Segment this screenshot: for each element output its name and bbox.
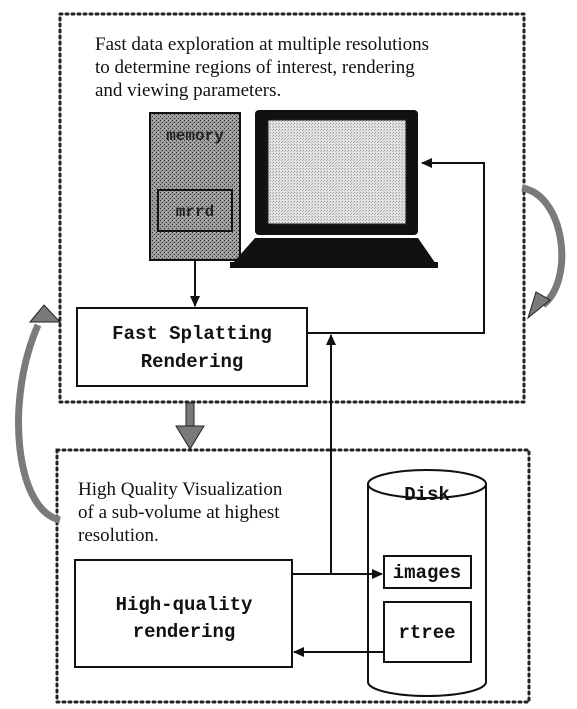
memory-label: memory: [166, 127, 224, 145]
fast-splatting-line-2: Rendering: [141, 351, 244, 373]
fast-splatting-box: [76, 307, 308, 387]
left-loop-arrow-icon: [15, 304, 62, 524]
top-panel: Fast data exploration at multiple resolu…: [58, 12, 526, 404]
bottom-panel-border: [55, 448, 531, 704]
hq-rendering-line-1: High-quality: [116, 594, 253, 616]
arrow-render-to-monitor: [307, 158, 485, 334]
loop-arrow-icon: [521, 184, 566, 320]
images-box: [383, 555, 472, 589]
fast-splatting-line-1: Fast Splatting: [112, 323, 272, 345]
memory-chip-icon: memory mrrd: [149, 112, 241, 261]
top-caption-line-2: to determine regions of interest, render…: [95, 57, 415, 78]
disk-label: Disk: [404, 484, 450, 506]
bottom-panel: High Quality Visualization of a sub-volu…: [55, 334, 531, 704]
mrrd-label: mrrd: [176, 203, 214, 221]
computer-monitor-icon: [230, 110, 438, 268]
bottom-caption-line-1: High Quality Visualization: [78, 479, 283, 500]
top-caption-line-1: Fast data exploration at multiple resolu…: [95, 34, 429, 55]
mrrd-box: [157, 189, 233, 232]
top-caption-line-3: and viewing parameters.: [95, 80, 281, 101]
bottom-caption-line-3: resolution.: [78, 525, 159, 546]
rtree-box: [383, 601, 472, 663]
hq-rendering-box: [74, 559, 293, 668]
top-to-bottom-arrow: [175, 402, 205, 450]
hq-rendering-line-2: rendering: [133, 621, 236, 643]
images-label: images: [393, 562, 461, 584]
rtree-label: rtree: [398, 622, 455, 644]
bottom-caption-line-2: of a sub-volume at highest: [78, 502, 280, 523]
